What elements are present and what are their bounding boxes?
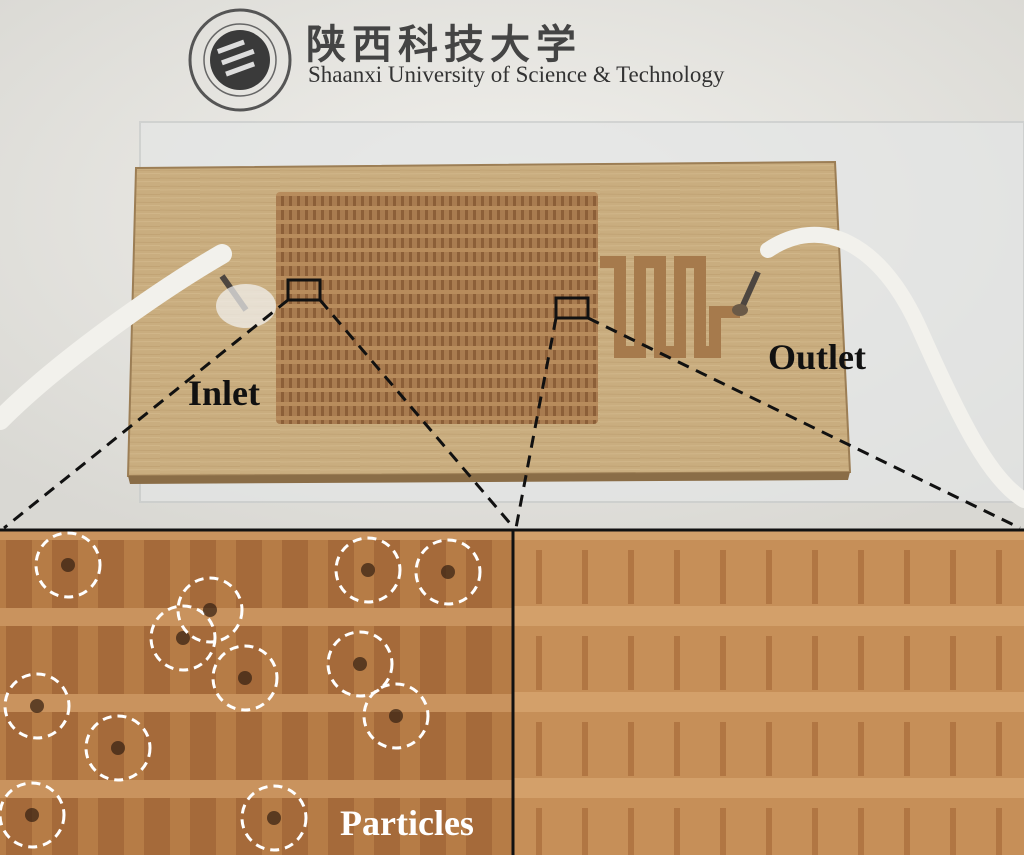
particle-marker — [334, 536, 402, 604]
particle-dot — [389, 709, 403, 723]
inlet-tube — [0, 244, 232, 430]
university-seal-icon — [188, 8, 292, 112]
zoom-connectors — [3, 298, 1021, 530]
zoom-box-outlet-region — [554, 296, 590, 320]
particle-markers — [0, 531, 482, 852]
university-name-en: Shaanxi University of Science & Technolo… — [308, 62, 725, 87]
outlet-tube — [760, 226, 1024, 508]
particle-marker — [362, 682, 430, 750]
particle-marker — [414, 538, 482, 606]
particle-marker — [240, 784, 308, 852]
zoom-box-inlet-region — [286, 278, 322, 302]
zoom-panel-left — [0, 530, 512, 855]
particle-marker — [0, 781, 66, 849]
particle-dot — [441, 565, 455, 579]
particle-dot — [238, 671, 252, 685]
inlet-port — [216, 284, 276, 328]
particle-dot — [353, 657, 367, 671]
particle-dot — [111, 741, 125, 755]
zoom-panel-right — [514, 530, 1024, 855]
particle-marker — [326, 630, 394, 698]
university-name-cn: 陕西科技大学 — [306, 21, 582, 68]
particle-dot — [25, 808, 39, 822]
microchannel-array — [276, 192, 598, 424]
particle-dot — [267, 811, 281, 825]
outlet-label: Outlet — [768, 337, 866, 377]
particle-dot — [61, 558, 75, 572]
particle-marker — [34, 531, 102, 599]
particle-dot — [176, 631, 190, 645]
particle-marker — [149, 604, 217, 672]
particle-marker — [84, 714, 152, 782]
particle-marker — [3, 672, 71, 740]
particle-marker — [176, 576, 244, 644]
particle-dot — [361, 563, 375, 577]
outlet-port — [732, 304, 748, 316]
particle-marker — [211, 644, 279, 712]
inlet-label: Inlet — [188, 373, 260, 413]
particles-label: Particles — [340, 803, 474, 843]
particle-dot — [203, 603, 217, 617]
particle-dot — [30, 699, 44, 713]
serpentine-channel — [600, 256, 740, 358]
